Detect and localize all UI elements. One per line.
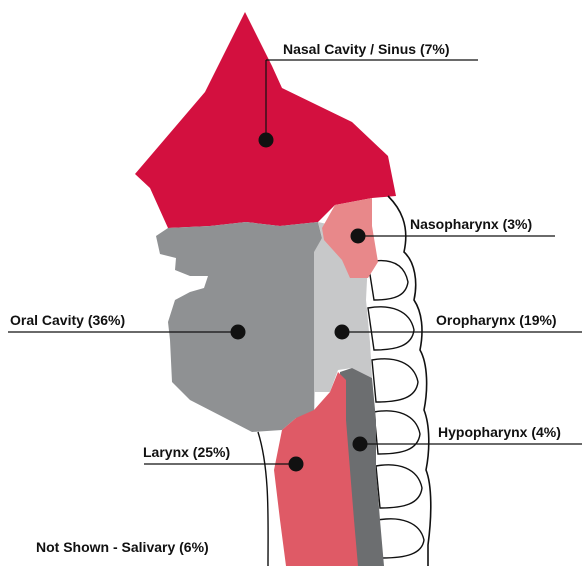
marker-hypopharynx bbox=[353, 437, 368, 452]
vertebra-5 bbox=[376, 465, 422, 508]
label-oral-cavity: Oral Cavity (36%) bbox=[10, 312, 125, 328]
label-oropharynx: Oropharynx (19%) bbox=[436, 312, 557, 328]
marker-nasal bbox=[259, 133, 274, 148]
vertebra-3 bbox=[372, 359, 418, 402]
marker-nasopharynx bbox=[351, 229, 366, 244]
label-hypopharynx: Hypopharynx (4%) bbox=[438, 424, 561, 440]
label-salivary: Not Shown - Salivary (6%) bbox=[36, 539, 209, 555]
vertebra-4 bbox=[374, 411, 420, 454]
neck-front-outline bbox=[258, 432, 268, 566]
label-larynx: Larynx (25%) bbox=[143, 444, 230, 460]
vertebra-2 bbox=[368, 307, 414, 350]
marker-oropharynx bbox=[335, 325, 350, 340]
label-nasopharynx: Nasopharynx (3%) bbox=[410, 216, 532, 232]
label-nasal-cavity: Nasal Cavity / Sinus (7%) bbox=[283, 41, 450, 57]
vertebra-6 bbox=[378, 519, 424, 558]
marker-larynx bbox=[289, 457, 304, 472]
marker-oral bbox=[231, 325, 246, 340]
